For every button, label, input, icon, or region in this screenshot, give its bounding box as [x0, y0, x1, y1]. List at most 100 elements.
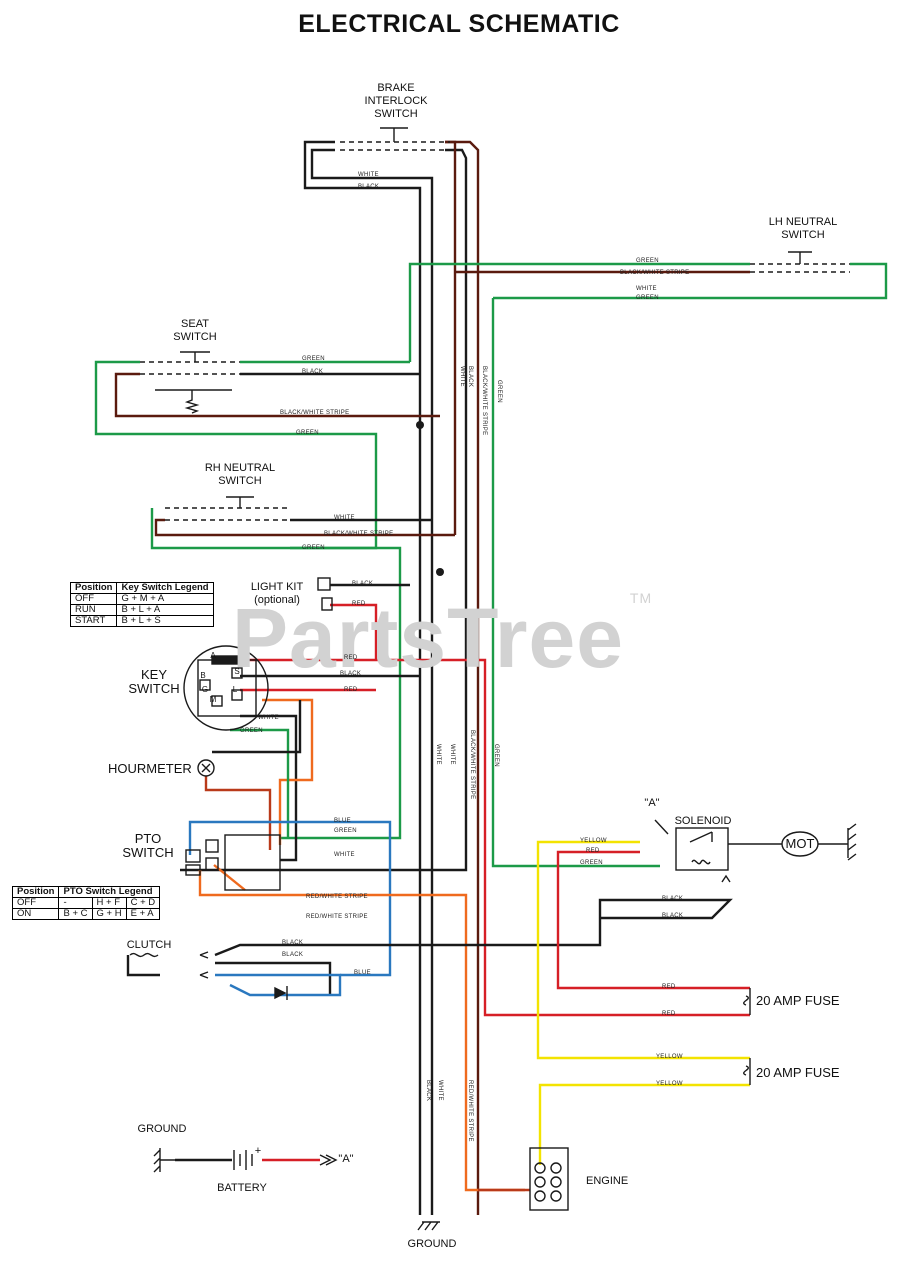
wire-label: GREEN — [334, 828, 357, 834]
wire-clutch-blue — [215, 973, 342, 997]
wire-label: YELLOW — [580, 838, 607, 844]
key-terminal-s: S — [234, 667, 240, 676]
lh-neutral-switch-icon — [750, 251, 850, 273]
clutch-label: CLUTCH — [126, 939, 172, 951]
battery-plus-label: + — [254, 1145, 262, 1157]
wire-label: BLACK — [467, 366, 473, 388]
wire-label: RED/WHITE STRIPE — [306, 914, 368, 920]
wire-label: RED — [586, 848, 600, 854]
battery-icon — [233, 1150, 338, 1170]
wire-label: GREEN — [493, 744, 499, 767]
wire-label: BLACK/WHITE STRIPE — [620, 270, 690, 276]
wire-rh-bws — [154, 518, 455, 537]
wire-label: RED — [662, 984, 676, 990]
wire-label: WHITE — [636, 286, 657, 292]
wire-label: GREEN — [636, 295, 659, 301]
wire-label: BLACK/WHITE STRIPE — [469, 730, 475, 800]
wire-label: BLACK — [340, 671, 362, 677]
wire-hourmeter-red — [204, 776, 272, 850]
wire-label: GREEN — [240, 728, 263, 734]
rh-neutral-switch-icon — [165, 496, 290, 521]
key-terminal-g: G — [201, 685, 209, 694]
wire-label: RED/WHITE STRIPE — [306, 894, 368, 900]
wire-brake-right-3 — [445, 140, 457, 535]
wire-label: GREEN — [302, 545, 325, 551]
engine-label: ENGINE — [586, 1175, 629, 1187]
wire-brake-black-outer — [303, 140, 422, 1215]
wire-label: GREEN — [636, 258, 659, 264]
wire-clutch-black2 — [215, 961, 332, 995]
wire-label: WHITE — [435, 744, 441, 765]
wire-clutch-black — [214, 898, 733, 957]
wire-label: GREEN — [496, 380, 502, 403]
wire-key-orange — [262, 698, 314, 845]
ground-left-icon — [153, 1148, 175, 1173]
battery-label: BATTERY — [217, 1182, 267, 1194]
wire-label: WHITE — [258, 715, 279, 721]
wire-key-black2 — [212, 700, 302, 754]
wire-label: BLACK — [425, 1080, 431, 1102]
battery-ref-label: "A" — [338, 1153, 354, 1165]
wire-lh-green-top — [408, 262, 750, 362]
wire-label: BLUE — [354, 970, 371, 976]
wire-label: WHITE — [459, 366, 465, 387]
wire-lh-green — [491, 298, 660, 868]
wire-seat-green — [94, 360, 378, 550]
wire-brake-right-2 — [180, 148, 468, 872]
wire-brake-white — [310, 148, 434, 1215]
wire-eng-yellow — [538, 1083, 750, 1165]
key-switch-icon — [183, 645, 269, 731]
solenoid-ref-label: "A" — [644, 797, 660, 809]
ground-left-label: GROUND — [137, 1123, 187, 1135]
key-terminal-m: M — [209, 695, 217, 704]
wire-label: BLACK — [302, 369, 324, 375]
solenoid-label: SOLENOID — [674, 815, 732, 827]
wire-label: BLUE — [334, 818, 351, 824]
ground-bottom-icon — [417, 1221, 440, 1231]
key-terminal-a: A — [210, 651, 216, 660]
wire-key-white — [240, 714, 298, 862]
wire-label: RED — [352, 601, 366, 607]
wire-sol-red — [556, 850, 750, 990]
wire-label: RED — [344, 687, 358, 693]
light-kit-label: LIGHT KIT(optional) — [250, 581, 304, 606]
light-kit-icon — [317, 577, 333, 611]
wire-key-green — [230, 728, 290, 838]
splice-dots — [416, 421, 444, 576]
key-terminal-l: L — [232, 685, 238, 694]
wire-label: RED/WHITE STRIPE — [467, 1080, 473, 1142]
wire-brake-right-1 — [445, 140, 480, 1215]
seat-switch-icon — [140, 351, 240, 414]
wire-label: BLACK/WHITE STRIPE — [324, 531, 394, 537]
clutch-icon — [129, 951, 209, 979]
wire-label: WHITE — [437, 1080, 443, 1101]
wire-label: BLACK — [358, 184, 380, 190]
wire-label: GREEN — [580, 860, 603, 866]
ground-bottom-label: GROUND — [407, 1238, 457, 1250]
brake-interlock-switch-icon — [340, 127, 450, 151]
wire-label: RED — [344, 655, 358, 661]
wire-label: BLACK — [662, 913, 684, 919]
motor-label: MOT — [785, 836, 815, 851]
key-terminal-b: B — [200, 671, 206, 680]
wire-rh-green — [280, 546, 402, 840]
wire-label: WHITE — [334, 852, 355, 858]
pto-switch-icon — [185, 834, 281, 891]
hourmeter-label: HOURMETER — [108, 761, 192, 776]
wire-label: GREEN — [302, 356, 325, 362]
wire-lh-loop — [493, 262, 888, 300]
fuse-1-label: 20 AMP FUSE — [756, 993, 840, 1008]
wire-label: YELLOW — [656, 1081, 683, 1087]
wire-label: YELLOW — [656, 1054, 683, 1060]
engine-icon — [529, 1147, 569, 1211]
wire-label: GREEN — [296, 430, 319, 436]
